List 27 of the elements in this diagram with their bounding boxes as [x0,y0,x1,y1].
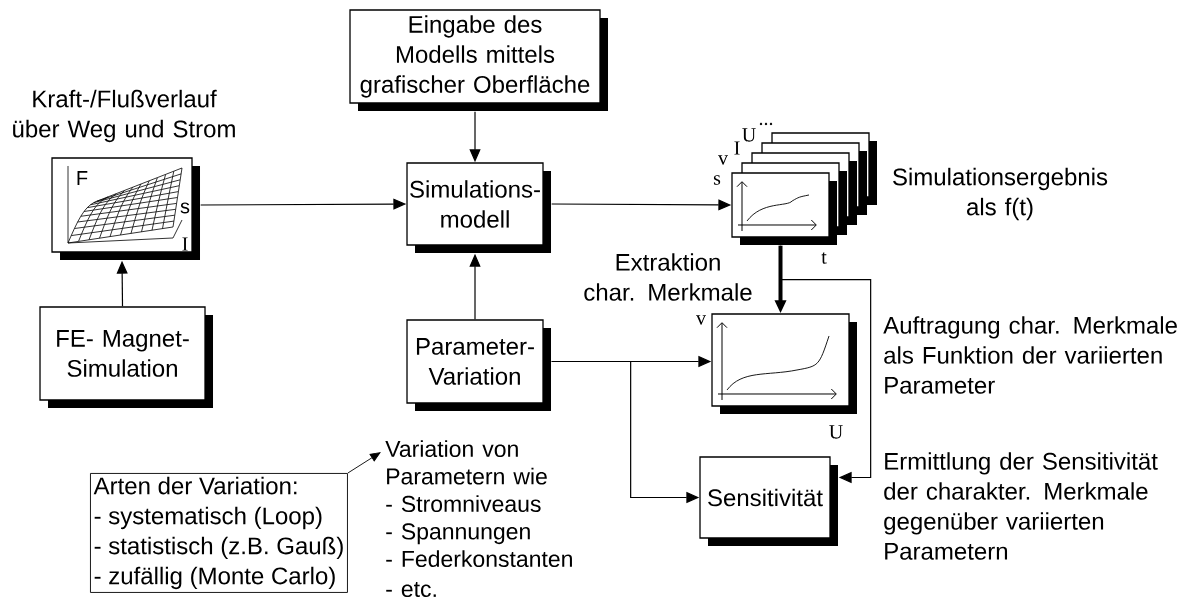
edge-label: Extraktion char. Merkmale [584,253,752,301]
axis-label: I [181,237,189,251]
process-box: Simulations- modell [406,162,551,253]
input-box: Eingabe des Modells mittels grafischer Oberfläche [349,9,608,111]
plot-title: Kraft-/Flußverlauf über Weg und Strom [13,89,235,143]
process-box: Sensitivität [699,456,838,546]
axis-label: v [718,155,728,165]
result-note: Simulationsergebnis als f(t) [893,167,1108,221]
process-box: FE- Magnet- Simulation [39,306,213,408]
axis-label: s [713,175,721,185]
axis-label: v [696,315,706,325]
axis-label: U [742,128,756,142]
axis-label: I [734,141,740,155]
note-box: Arten der Variation: - systematisch (Loop) - statistisch (z.B. Gauß) - zufällig (Monte Carlo) [90,473,348,593]
axis-label: U [829,425,843,439]
axis-label: t [821,252,827,264]
axis-label: F [77,171,88,185]
step-note: Ermittlung der Sensitivität der charakter. Merkmale gegenüber variierten Parametern [884,452,1158,560]
step-note: Auftragung char. Merkmale als Funktion der variierten Parameter [883,316,1177,394]
surface-plot [51,157,200,260]
axis-label: s [180,202,190,214]
arrow [779,245,872,484]
arrow [347,452,381,474]
axis-label: ... [759,122,773,126]
plot-drawing [711,313,857,414]
note-text: Variation von Parametern wie - Stromniveaus - Spannungen - Federkonstanten - etc. [385,440,572,598]
process-box: Parameter- Variation [406,319,551,411]
